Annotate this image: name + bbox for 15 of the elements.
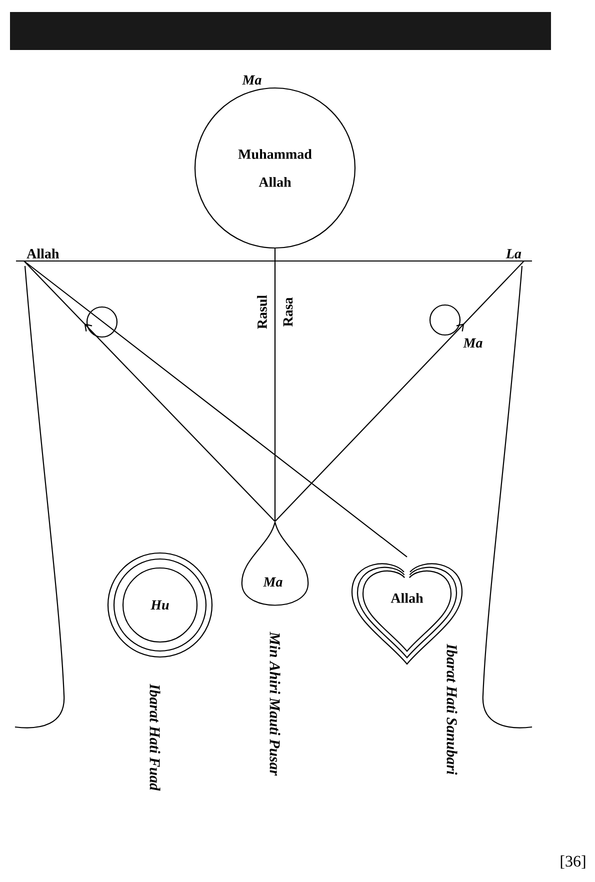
beside-label: Min Ahiri Mauti Pusar [270, 632, 280, 776]
line [16, 260, 532, 262]
reference-number: [36] [560, 855, 586, 869]
beside-label: Ma [242, 75, 262, 85]
line [274, 248, 276, 522]
corner-label: La [506, 249, 522, 258]
edge-label: Rasul [257, 295, 267, 329]
drop-shape: Ma [241, 521, 309, 606]
edge-label: Ma [463, 338, 482, 348]
line-label: Rasa [283, 297, 293, 327]
beside-label: Ibarat Hati Sanubari [446, 644, 458, 775]
beside-label: Ibarat Hati Fuad [150, 684, 160, 791]
line [24, 260, 408, 558]
concentric-rings: Hu [107, 552, 213, 658]
corner-label: Allah [26, 248, 60, 258]
